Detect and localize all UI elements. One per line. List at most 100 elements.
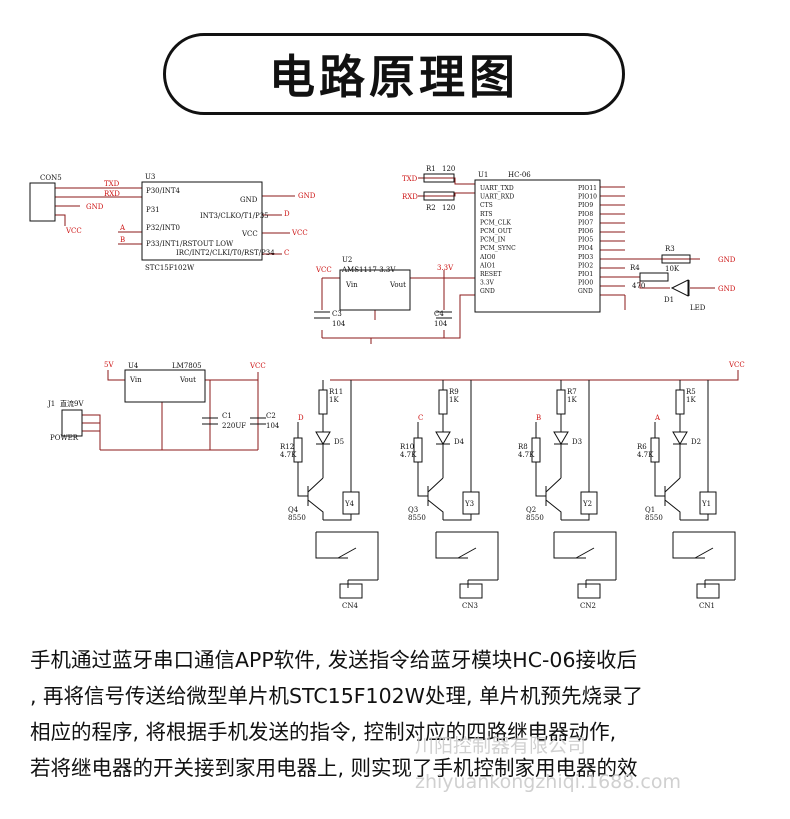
- j1-label: 直流9V: [60, 399, 84, 408]
- u4-part: LM7805: [172, 362, 202, 370]
- j1-ref: J1: [47, 400, 55, 408]
- u1-part: HC-06: [508, 171, 531, 179]
- transistor-ref: Q4: [288, 506, 299, 514]
- relay-ref: Y2: [582, 500, 592, 508]
- base-resistor-ref: R8: [518, 443, 528, 451]
- page-title: 电路原理图: [269, 50, 519, 104]
- net-vcc-relay: VCC: [728, 361, 745, 369]
- u4-ref: U4: [128, 362, 139, 370]
- relay-switch: [672, 531, 736, 588]
- description: 手机通过蓝牙串口通信APP软件, 发送指令给蓝牙模块HC-06接收后 , 再将信…: [30, 642, 770, 786]
- u1-left-pin: CTS: [480, 202, 493, 209]
- net-labels: TXD RXD A B GND D VCC C GND VCC TXD RXD …: [65, 175, 745, 370]
- r4-ref: R4: [630, 264, 640, 272]
- schematic-labels: CON5 U3 STC15F102W P30/INT4 P31 P32/INT0…: [40, 165, 706, 442]
- r2-value: 120: [442, 204, 455, 212]
- net-vcc-7805: VCC: [249, 362, 266, 370]
- u1-right-pin: PIO6: [578, 228, 593, 235]
- u1-left-pin: UART_TXD: [480, 185, 514, 192]
- u1-left-pin: PCM_CLK: [480, 219, 511, 226]
- u4-pin-vin: Vin: [129, 376, 142, 384]
- r3-value: 10K: [665, 265, 680, 273]
- terminal-connector: [577, 583, 601, 599]
- c4-value: 104: [434, 320, 448, 328]
- connector-ref: CN2: [580, 602, 596, 610]
- led-symbol: [435, 380, 451, 475]
- u1-left-pin: AIO0: [479, 254, 496, 261]
- j1-sub: POWER: [50, 434, 79, 442]
- led-resistor-value: 1K: [686, 396, 696, 404]
- r3-ref: R3: [665, 245, 675, 253]
- terminal-connector: [459, 583, 483, 599]
- connector-ref: CN4: [342, 602, 358, 610]
- d1-label: LED: [690, 304, 706, 312]
- r2-ref: R2: [426, 204, 436, 212]
- led-resistor-value: 1K: [567, 396, 577, 404]
- schematic-wires: [55, 177, 739, 451]
- net-vcc-ams: VCC: [315, 266, 332, 274]
- c3-value: 104: [332, 320, 346, 328]
- led-resistor: [438, 389, 448, 415]
- led-resistor: [675, 389, 685, 415]
- title-banner: 电路原理图: [163, 33, 625, 115]
- u1-left-pin: PCM_IN: [480, 237, 505, 244]
- led-resistor-ref: R7: [567, 388, 577, 396]
- u1-left-pin: UART_RXD: [480, 194, 514, 201]
- led-resistor-value: 1K: [449, 396, 459, 404]
- u1-right-pin: PIO8: [578, 211, 593, 218]
- u3-right-pin-4: IRC/INT2/CLKI/T0/RST/P34: [176, 249, 275, 257]
- u1-right-pin: PIO0: [578, 280, 593, 287]
- transistor-value: 8550: [288, 514, 306, 522]
- u1-right-pin: GND: [578, 288, 593, 295]
- base-resistor-ref: R6: [637, 443, 647, 451]
- base-resistor-ref: R10: [400, 443, 414, 451]
- relay-ref: Y3: [464, 500, 474, 508]
- channel-input-label: C: [418, 414, 423, 422]
- net-a: A: [119, 224, 126, 232]
- base-resistor-value: 4.7K: [637, 451, 654, 459]
- description-line-1: 手机通过蓝牙串口通信APP软件, 发送指令给蓝牙模块HC-06接收后: [30, 648, 637, 672]
- c2-value: 104: [266, 422, 280, 430]
- transistor-value: 8550: [526, 514, 544, 522]
- net-gnd-r3: GND: [718, 256, 736, 264]
- led-ref: D2: [691, 438, 701, 446]
- c1-ref: C1: [222, 412, 232, 420]
- u1-left-pin: PCM_SYNC: [480, 245, 516, 252]
- transistor-value: 8550: [645, 514, 663, 522]
- net-rxd-bt: RXD: [402, 193, 418, 201]
- con5-ref: CON5: [40, 174, 62, 182]
- transistor-ref: Q3: [408, 506, 418, 514]
- led-resistor-ref: R5: [686, 388, 696, 396]
- transistor-symbol: [307, 475, 324, 520]
- base-resistor-value: 4.7K: [280, 451, 297, 459]
- u1-right-pin: PIO9: [578, 202, 593, 209]
- schematic-symbols: [29, 173, 691, 437]
- u1-right-pin: PIO1: [578, 271, 593, 278]
- u1-right-pin: PIO11: [578, 185, 597, 192]
- u3-part: STC15F102W: [145, 264, 195, 272]
- u1-left-pin: GND: [480, 288, 495, 295]
- u1-left-pin: PCM_OUT: [480, 228, 512, 235]
- u3-left-pin-1: P30/INT4: [146, 187, 181, 195]
- u1-left-pin: 3.3V: [480, 280, 495, 287]
- u1-right-pin: PIO2: [578, 262, 593, 269]
- transistor-symbol: [664, 475, 681, 520]
- u1-left-pin: AIO1: [479, 262, 495, 269]
- net-33v: 3.3V: [437, 264, 454, 272]
- circuit-schematic: DR111KD5R124.7KQ48550Y4CN4CR91KD4R104.7K…: [29, 165, 745, 610]
- description-line-2: , 再将信号传送给微型单片机STC15F102W处理, 单片机预先烧录了: [30, 684, 643, 708]
- led-ref: D4: [454, 438, 465, 446]
- led-symbol: [315, 380, 331, 475]
- relay-switch: [553, 531, 617, 588]
- led-symbol: [672, 380, 688, 475]
- net-vcc-con5: VCC: [65, 227, 82, 235]
- u2-pin-vout: Vout: [389, 281, 406, 289]
- net-txd-bt: TXD: [402, 175, 418, 183]
- led-ref: D5: [334, 438, 344, 446]
- u1-left-pin: RTS: [480, 211, 493, 218]
- net-gnd-con5: GND: [86, 203, 104, 211]
- u4-pin-vout: Vout: [179, 376, 196, 384]
